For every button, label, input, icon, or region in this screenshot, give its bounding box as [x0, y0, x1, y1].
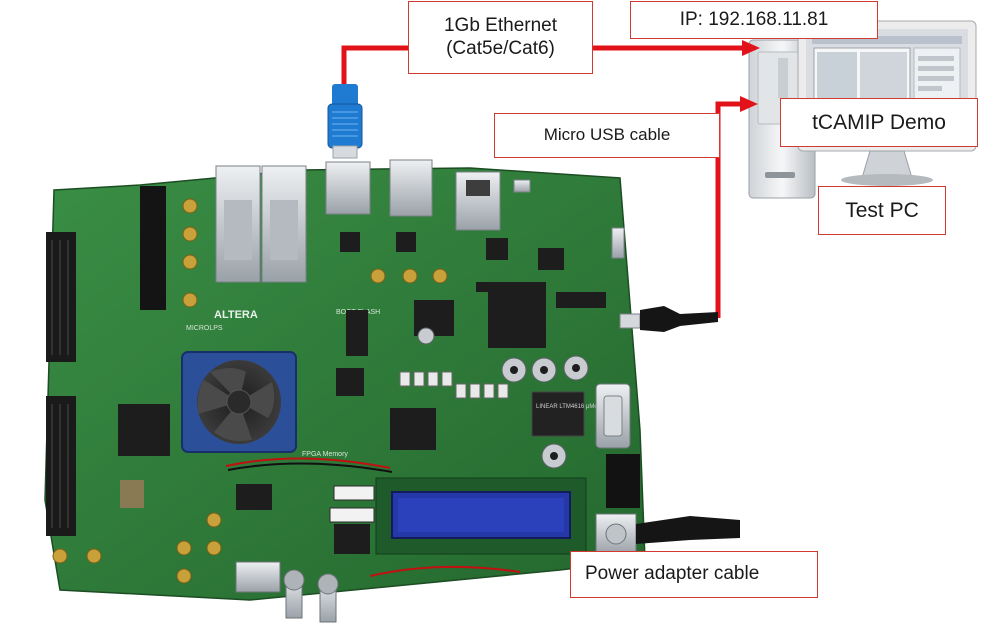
chip-marking: LINEAR LTM4616 μModule — [536, 404, 610, 410]
micro-usb-label: Micro USB cable — [494, 113, 720, 158]
vendor-logo: ALTERA — [214, 309, 258, 321]
silkscreen-microlps: MICROLPS — [186, 325, 223, 332]
power-jack — [595, 513, 740, 555]
ip-label: IP: 192.168.11.81 — [630, 1, 878, 39]
ethernet-plug — [327, 84, 363, 159]
fpga-heatsink-fan — [181, 351, 297, 453]
silkscreen-fpga-memory: FPGA Memory — [302, 451, 348, 458]
demo-app-label: tCAMIP Demo — [780, 98, 978, 147]
test-pc-label: Test PC — [818, 186, 946, 235]
micro-usb-plug — [619, 306, 718, 332]
ethernet-label-line1: 1Gb Ethernet — [443, 14, 558, 36]
ethernet-label-line2: (Cat5e/Cat6) — [446, 37, 555, 59]
power-adapter-label: Power adapter cable — [570, 551, 818, 598]
ethernet-label: 1Gb Ethernet (Cat5e/Cat6) — [408, 1, 593, 74]
usb-arrow — [740, 96, 758, 112]
ethernet-cable-line — [341, 45, 755, 90]
usb-cable-line — [715, 101, 752, 318]
lcd-module — [375, 477, 587, 555]
ethernet-arrow — [742, 40, 760, 56]
